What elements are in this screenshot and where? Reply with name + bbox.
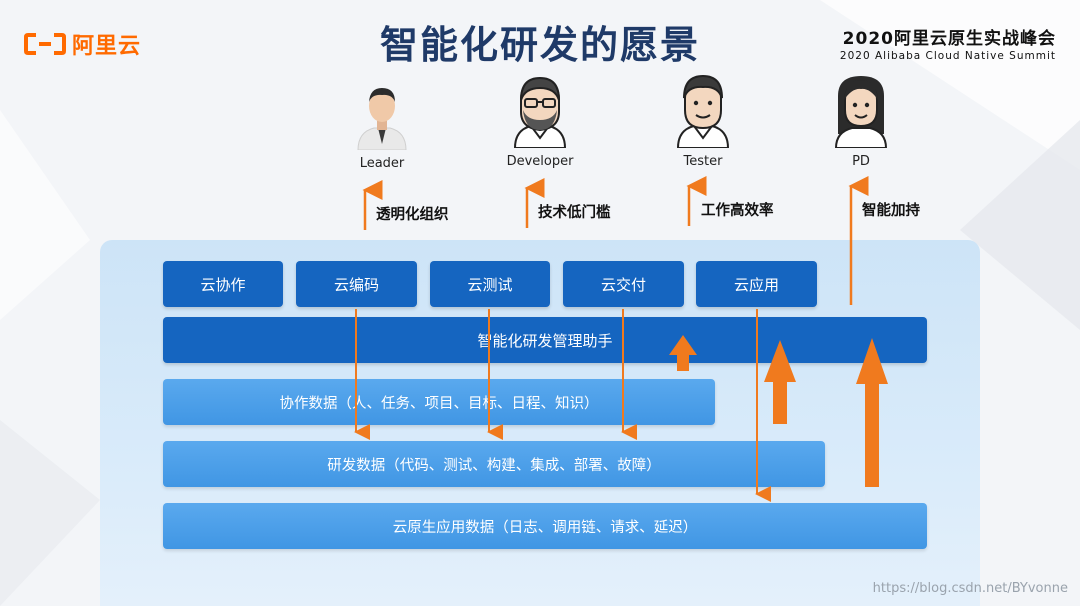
service-collaboration: 云协作 xyxy=(163,261,283,307)
logo-text: 阿里云 xyxy=(72,34,142,59)
role-leader: Leader xyxy=(327,82,437,171)
pd-avatar-icon xyxy=(834,76,888,148)
page-title: 智能化研发的愿景 xyxy=(379,23,700,67)
summit-title-cn: 2020阿里云原生实战峰会 xyxy=(842,29,1056,49)
layer-cloud-native-data: 云原生应用数据（日志、调用链、请求、延迟） xyxy=(163,503,927,549)
summit-title-en: 2020 Alibaba Cloud Native Summit xyxy=(839,50,1056,62)
tester-avatar-icon xyxy=(676,74,730,148)
alibaba-cloud-logo-icon xyxy=(24,33,66,55)
intelligent-assistant: 智能化研发管理助手 xyxy=(163,317,927,363)
role-label: PD xyxy=(852,154,870,169)
benefit-developer: 技术低门槛 xyxy=(538,205,611,221)
service-application: 云应用 xyxy=(696,261,817,307)
layer-rd-data: 研发数据（代码、测试、构建、集成、部署、故障） xyxy=(163,441,825,487)
alibaba-cloud-logo: 阿里云 xyxy=(24,28,141,60)
leader-avatar-icon xyxy=(357,88,407,150)
service-testing: 云测试 xyxy=(430,261,550,307)
layer-collaboration-data: 协作数据（人、任务、项目、目标、日程、知识） xyxy=(163,379,715,425)
role-tester: Tester xyxy=(648,72,758,169)
role-label: Leader xyxy=(359,156,405,171)
service-coding: 云编码 xyxy=(296,261,417,307)
watermark: https://blog.csdn.net/BYvonne xyxy=(872,581,1068,596)
role-label: Developer xyxy=(506,154,574,169)
role-label: Tester xyxy=(683,154,723,169)
role-developer: Developer xyxy=(485,72,595,169)
summit-label: 2020阿里云原生实战峰会 2020 Alibaba Cloud Native … xyxy=(840,24,1056,62)
developer-avatar-icon xyxy=(513,76,567,148)
role-pd: PD xyxy=(806,72,916,169)
benefit-tester: 工作高效率 xyxy=(701,203,774,219)
benefit-pd: 智能加持 xyxy=(862,203,920,219)
service-delivery: 云交付 xyxy=(563,261,684,307)
benefit-leader: 透明化组织 xyxy=(376,207,449,223)
